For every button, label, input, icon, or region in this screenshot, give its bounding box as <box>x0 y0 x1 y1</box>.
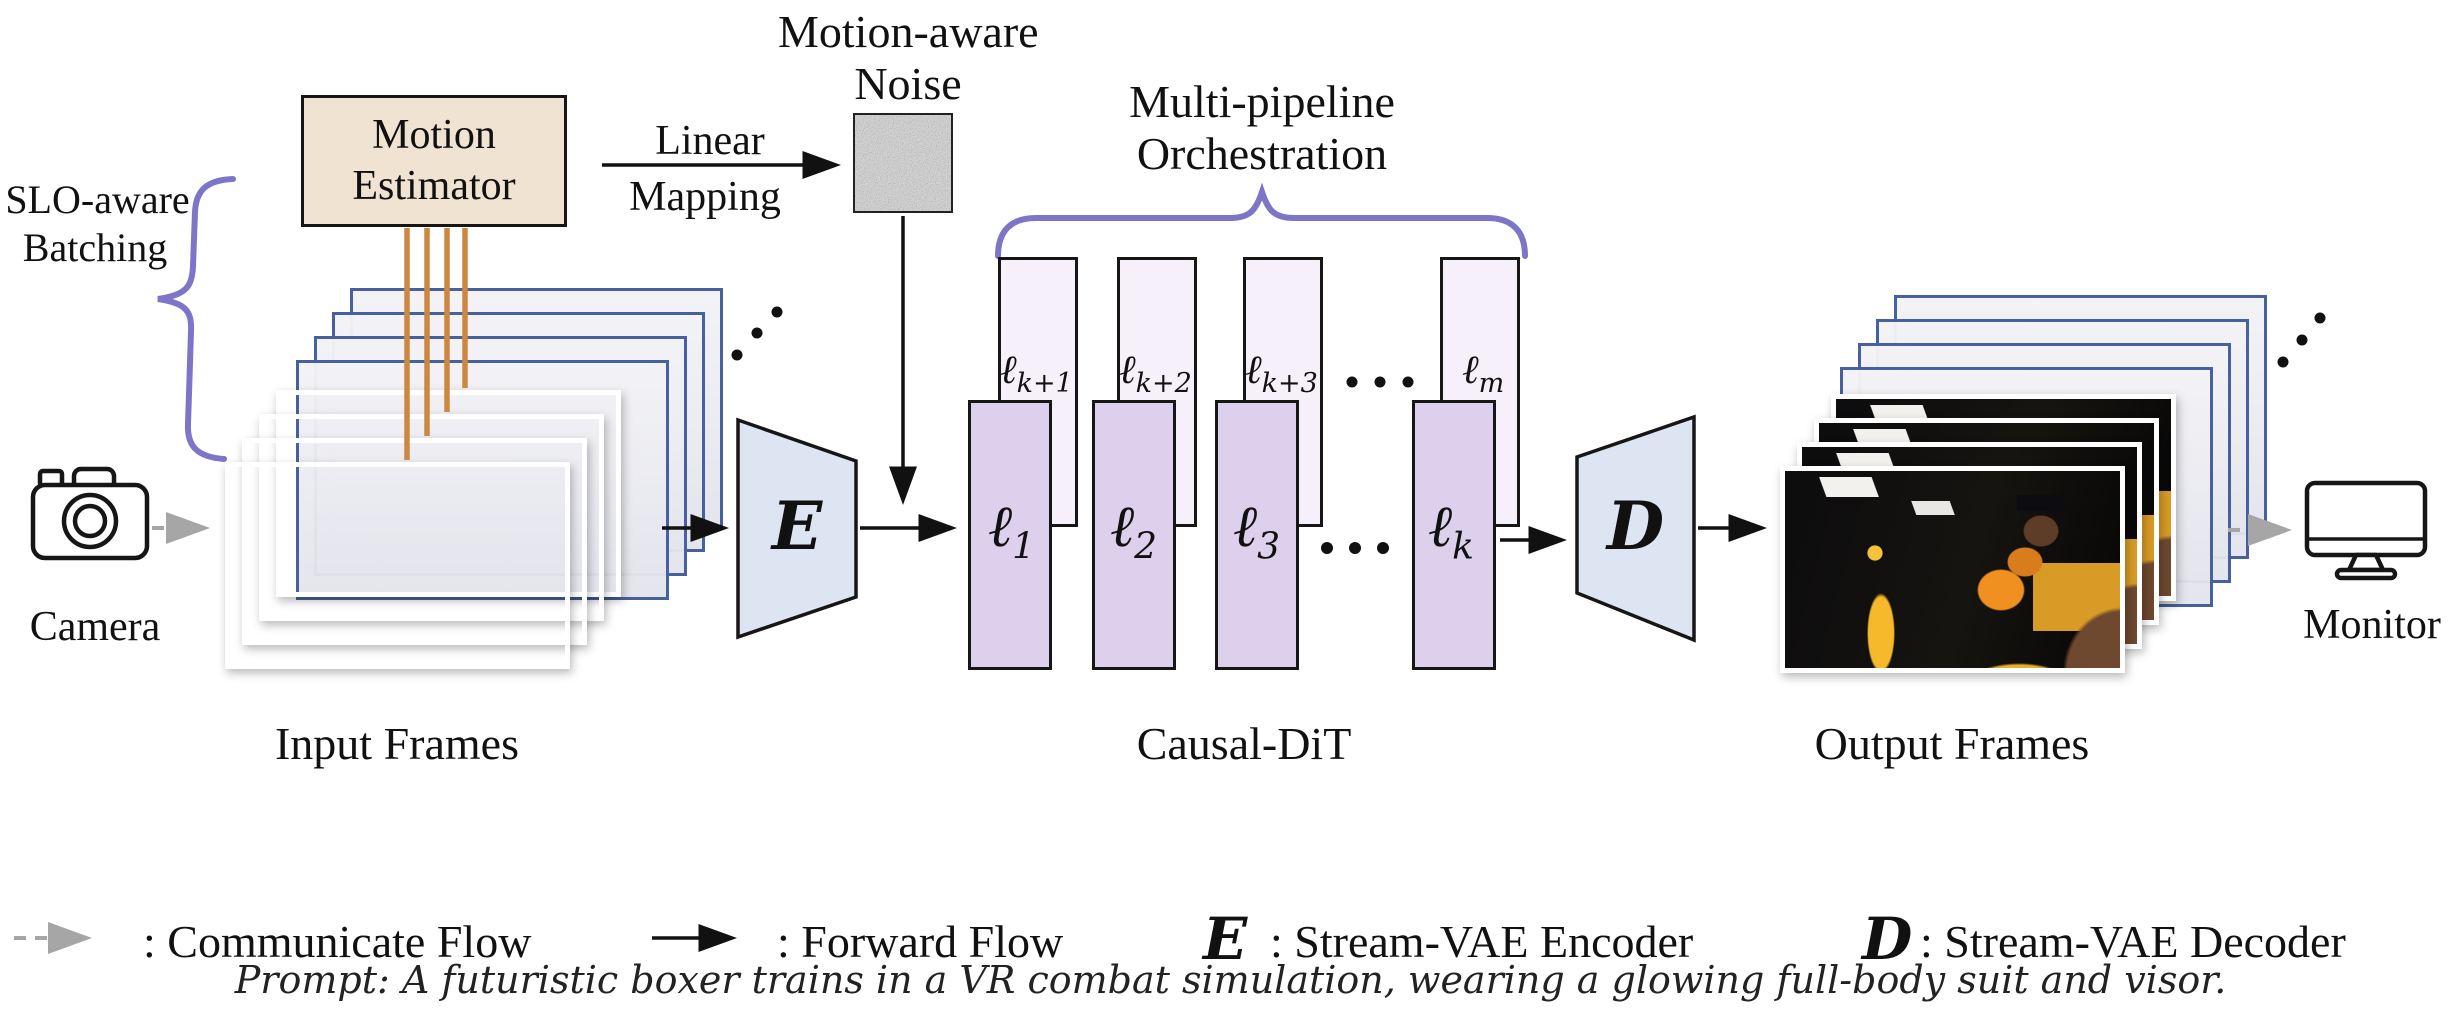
camera-icon <box>30 466 150 561</box>
block-label-back: ℓk+2 <box>1119 347 1192 399</box>
camera-label: Camera <box>29 604 161 650</box>
pipeline-block-front <box>1412 400 1496 670</box>
monitor-label: Monitor <box>2303 602 2441 648</box>
dit-front-ellipsis <box>1321 542 1389 554</box>
linear-mapping-label-line1: Linear <box>655 118 765 164</box>
orchestration-label-line2: Orchestration <box>1136 128 1388 179</box>
motion-estimator-label-line2: Estimator <box>352 163 516 209</box>
orchestration-label-line1: Multi-pipeline <box>1129 76 1395 127</box>
legend-communicate-flow: : Communicate Flow <box>143 916 532 967</box>
block-label-front: ℓ1 <box>988 492 1036 568</box>
pipeline-block-front <box>1215 400 1299 670</box>
latent-frame <box>296 360 669 600</box>
block-label-front: ℓk <box>1428 492 1474 568</box>
input-video-frame <box>242 438 587 645</box>
prompt-caption: Prompt: A futuristic boxer trains in a V… <box>234 958 2227 1002</box>
motion-estimator-box: Motion Estimator <box>301 95 567 227</box>
block-label-back: ℓk+1 <box>1000 347 1073 399</box>
block-label-back: ℓk+3 <box>1245 347 1318 399</box>
pipeline-block-front <box>968 400 1052 670</box>
output-frames-label: Output Frames <box>1814 718 2090 769</box>
legend-encoder: : Stream-VAE Encoder <box>1270 916 1694 967</box>
input-video-frame <box>259 414 604 621</box>
pipeline-block-front <box>1092 400 1176 670</box>
encoder-symbol: E <box>771 487 823 565</box>
block-label-back: ℓm <box>1462 347 1505 399</box>
causal-dit-label: Causal-DiT <box>1136 718 1352 769</box>
slo-label-line1: SLO-aware <box>5 177 190 222</box>
noise-label-line1: Motion-aware <box>778 6 1039 57</box>
input-stack-ellipsis <box>731 306 783 361</box>
motion-estimator-label-line1: Motion <box>372 111 496 158</box>
output-video-frame <box>1780 466 2125 673</box>
input-frames-label: Input Frames <box>274 718 519 769</box>
decoder-symbol: D <box>1606 487 1665 565</box>
legend-encoder-symbol: E <box>1203 905 1248 973</box>
monitor-icon <box>2304 480 2428 581</box>
output-stack-ellipsis <box>2277 312 2326 368</box>
dit-back-ellipsis <box>1346 376 1414 388</box>
motion-aware-noise-patch <box>853 113 953 213</box>
legend-decoder-symbol: D <box>1862 905 1913 973</box>
slo-label-line2: Batching <box>22 225 168 270</box>
orchestration-brace <box>995 182 1528 259</box>
linear-mapping-label-line2: Mapping <box>629 174 781 220</box>
noise-label-line2: Noise <box>854 58 962 109</box>
input-video-frame <box>225 462 570 669</box>
block-label-front: ℓ2 <box>1110 492 1158 568</box>
legend-decoder: : Stream-VAE Decoder <box>1920 916 2346 967</box>
block-label-front: ℓ3 <box>1233 492 1281 568</box>
legend-forward-flow: : Forward Flow <box>777 916 1064 967</box>
